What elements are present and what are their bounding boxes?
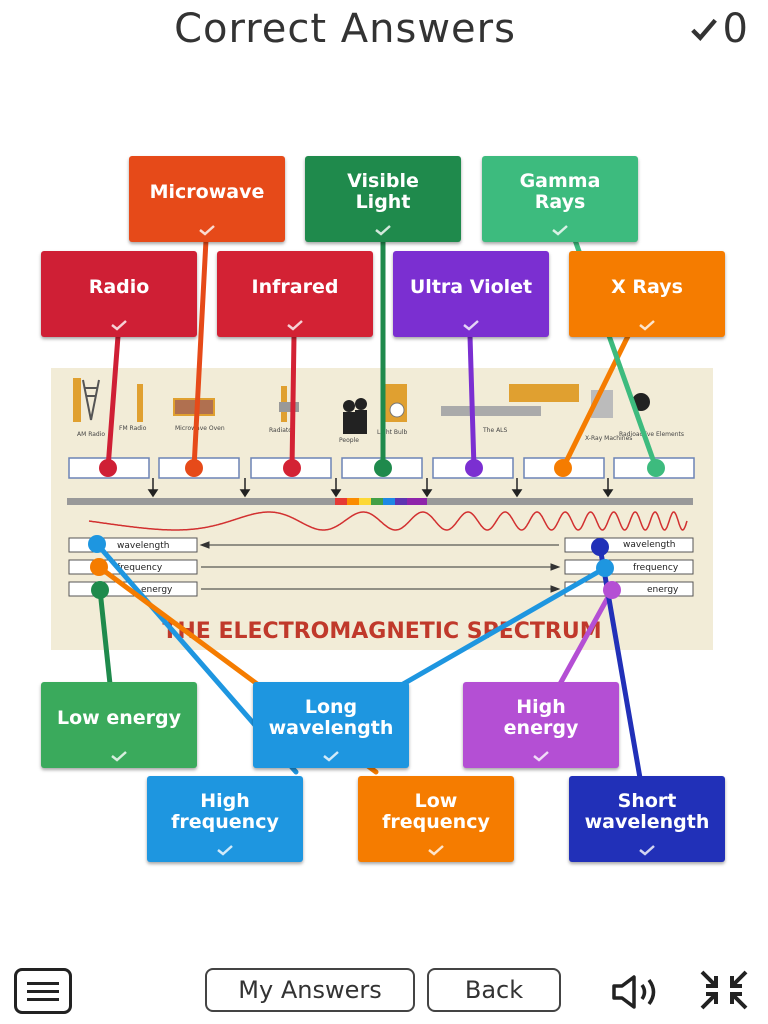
back-button[interactable]: Back	[427, 968, 561, 1012]
check-icon	[552, 225, 568, 236]
right-row-wavelength: wavelength	[623, 540, 675, 550]
label-text: Radio	[88, 275, 150, 298]
label-short-wavelength[interactable]: Short wavelength	[569, 776, 725, 862]
label-high-frequency[interactable]: High frequency	[147, 776, 303, 862]
left-row-frequency: frequency	[117, 563, 163, 573]
label-low-energy[interactable]: Low energy	[41, 682, 197, 768]
caption-people: People	[339, 437, 359, 444]
label-high-energy[interactable]: High energy	[463, 682, 619, 768]
caption-radiator: Radiator	[269, 427, 295, 434]
label-text: Low frequency	[382, 790, 490, 833]
label-x-rays[interactable]: X Rays	[569, 251, 725, 337]
check-icon	[463, 320, 479, 331]
diagram-title: THE ELECTROMAGNETIC SPECTRUM	[162, 619, 601, 644]
spectrum-illustration: AM Radio FM Radio Microwave Oven Radiato…	[67, 378, 695, 644]
menu-icon	[27, 981, 59, 985]
speaker-icon[interactable]	[608, 972, 664, 1012]
label-text: Ultra Violet	[409, 275, 533, 298]
check-icon	[111, 751, 127, 762]
spectrum-diagram: AM Radio FM Radio Microwave Oven Radiato…	[51, 368, 713, 650]
label-gamma-rays[interactable]: Gamma Rays	[482, 156, 638, 242]
left-row-wavelength: wavelength	[117, 541, 169, 551]
score-value: 0	[722, 6, 748, 52]
menu-icon	[27, 997, 59, 1001]
collapse-icon[interactable]	[698, 968, 750, 1012]
check-icon	[533, 751, 549, 762]
label-infrared[interactable]: Infrared	[217, 251, 373, 337]
label-text: High frequency	[171, 790, 279, 833]
check-icon	[287, 320, 303, 331]
check-icon	[217, 845, 233, 856]
check-icon	[323, 751, 339, 762]
menu-button[interactable]	[14, 968, 72, 1014]
label-text: High energy	[503, 696, 579, 739]
caption-microwave-oven: Microwave Oven	[175, 425, 225, 432]
score-counter: 0	[689, 6, 748, 52]
caption-als: The ALS	[482, 427, 508, 434]
label-text: Long wavelength	[268, 696, 394, 739]
caption-light-bulb: Light Bulb	[377, 429, 407, 436]
label-long-wavelength[interactable]: Long wavelength	[253, 682, 409, 768]
label-microwave[interactable]: Microwave	[129, 156, 285, 242]
check-icon	[375, 225, 391, 236]
caption-radioactive-elements: Radioactive Elements	[619, 431, 684, 438]
label-ultra-violet[interactable]: Ultra Violet	[393, 251, 549, 337]
check-icon	[428, 845, 444, 856]
my-answers-button[interactable]: My Answers	[205, 968, 415, 1012]
label-radio[interactable]: Radio	[41, 251, 197, 337]
check-icon	[111, 320, 127, 331]
check-icon	[639, 845, 655, 856]
right-row-frequency: frequency	[633, 563, 679, 573]
check-icon	[199, 225, 215, 236]
right-row-energy: energy	[647, 585, 679, 595]
label-low-frequency[interactable]: Low frequency	[358, 776, 514, 862]
page-title: Correct Answers	[174, 6, 516, 52]
check-icon	[639, 320, 655, 331]
menu-icon	[27, 989, 59, 993]
label-text: Short wavelength	[584, 790, 710, 833]
label-text: Microwave	[149, 180, 265, 203]
label-text: Low energy	[57, 706, 181, 729]
label-text: Visible Light	[347, 170, 419, 213]
label-text: Infrared	[251, 275, 339, 298]
label-text: X Rays	[611, 275, 683, 298]
check-icon	[690, 18, 717, 41]
label-text: Gamma Rays	[519, 170, 601, 213]
left-row-energy: energy	[141, 585, 173, 595]
caption-fm-radio: FM Radio	[119, 425, 147, 432]
label-visible-light[interactable]: Visible Light	[305, 156, 461, 242]
caption-am-radio: AM Radio	[77, 431, 105, 438]
